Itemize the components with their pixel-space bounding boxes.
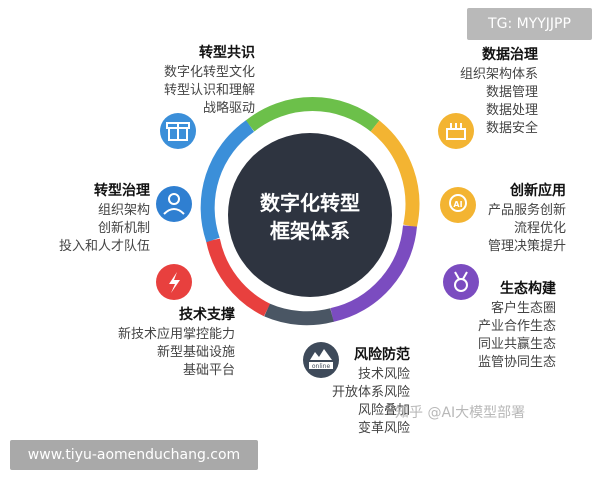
section-item: 变革风险: [357, 421, 410, 436]
ring-segment-slate: [264, 303, 334, 326]
section-item: 技术风险: [357, 367, 410, 382]
section-item: 开放体系风险: [331, 385, 410, 400]
gift-icon: [160, 113, 196, 149]
section-item: 组织架构: [97, 203, 150, 218]
center-title-line1: 数字化转型: [260, 191, 360, 215]
center-circle: [228, 133, 392, 297]
ring-segment-green: [245, 97, 380, 132]
section-title: 数据治理: [482, 47, 538, 63]
section-item: 管理决策提升: [487, 239, 566, 254]
section-data-governance: 数据治理 组织架构体系 数据管理 数据处理 数据安全: [448, 46, 538, 138]
section-item: 数据安全: [485, 121, 538, 136]
url-badge: www.tiyu-aomenduchang.com: [10, 440, 258, 470]
medal-icon: [443, 264, 479, 300]
section-title: 转型治理: [94, 183, 150, 199]
section-innovation-application: 创新应用 产品服务创新 流程优化 管理决策提升: [478, 182, 566, 256]
section-item: 组织架构体系: [459, 67, 538, 82]
section-title: 转型共识: [199, 45, 255, 61]
outer-ring: [200, 97, 420, 326]
section-item: 战略驱动: [202, 101, 255, 116]
cake-icon: [438, 113, 474, 149]
section-item: 风险叠加: [357, 403, 410, 418]
section-item: 创新机制: [97, 221, 150, 236]
section-item: 数据管理: [485, 85, 538, 100]
ring-segment-purple: [330, 225, 417, 322]
section-ecosystem: 生态构建 客户生态圈 产业合作生态 同业共赢生态 监管协同生态: [468, 280, 556, 372]
section-title: 风险防范: [354, 347, 410, 363]
center-title-line2: 框架体系: [270, 219, 350, 243]
section-item: 新型基础设施: [156, 345, 235, 360]
section-item: 数字化转型文化: [163, 65, 255, 80]
section-title: 技术支撑: [179, 307, 235, 323]
online-icon-label: online: [312, 363, 331, 370]
section-transformation-consensus: 转型共识 数字化转型文化 转型认识和理解 战略驱动: [140, 44, 255, 118]
tag-badge: TG: MYYJJPP: [467, 8, 592, 40]
section-item: 产品服务创新: [487, 203, 566, 218]
section-item: 监管协同生态: [477, 355, 556, 370]
lightning-icon: [156, 264, 192, 300]
section-item: 投入和人才队伍: [58, 239, 150, 254]
ring-segment-red: [206, 238, 271, 317]
ring-segment-blue: [200, 120, 255, 243]
section-item: 客户生态圈: [490, 301, 556, 316]
section-item: 数据处理: [485, 103, 538, 118]
person-icon: [156, 186, 192, 222]
section-risk-prevention: 风险防范 技术风险 开放体系风险 风险叠加 变革风险: [326, 346, 410, 438]
svg-text:AI: AI: [453, 200, 462, 209]
zhihu-watermark: 知乎 @AI大模型部署: [395, 405, 526, 421]
section-item: 转型认识和理解: [163, 83, 255, 98]
section-tech-support: 技术支撑 新技术应用掌控能力 新型基础设施 基础平台: [95, 306, 235, 380]
section-item: 同业共赢生态: [477, 337, 556, 352]
ai-icon: AI: [440, 187, 476, 223]
ring-segment-yellow: [370, 120, 420, 228]
section-title: 创新应用: [510, 183, 566, 199]
section-item: 基础平台: [182, 363, 235, 378]
section-transformation-governance: 转型治理 组织架构 创新机制 投入和人才队伍: [40, 182, 150, 256]
section-item: 产业合作生态: [477, 319, 556, 334]
section-title: 生态构建: [500, 281, 556, 297]
section-item: 新技术应用掌控能力: [117, 327, 235, 342]
section-item: 流程优化: [513, 221, 566, 236]
online-icon: online: [303, 342, 339, 378]
